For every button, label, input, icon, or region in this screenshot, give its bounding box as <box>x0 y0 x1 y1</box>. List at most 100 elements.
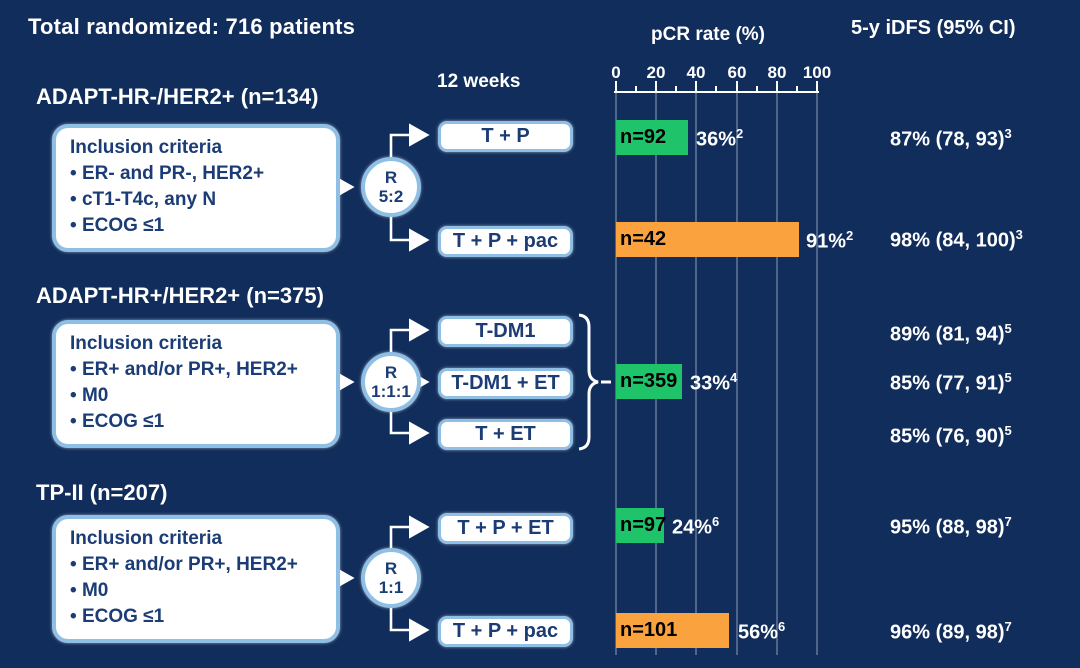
footnote-ref: 7 <box>1004 619 1012 634</box>
randomization-r-label: R <box>384 559 398 578</box>
inclusion-item: ECOG ≤1 <box>70 604 324 630</box>
arm-box-t-p-pac: T + P + pac <box>438 226 573 257</box>
pooled-arms-brace <box>578 313 611 451</box>
idfs-text: 85% (76, 90) <box>890 425 1005 448</box>
inclusion-item: M0 <box>70 383 324 409</box>
inclusion-criteria-box-3: Inclusion criteria ER+ and/or PR+, HER2+… <box>52 515 340 643</box>
pcr-value-label: 33%4 <box>690 370 737 396</box>
arm-box-t-et: T + ET <box>438 419 573 450</box>
axis-tick-100: 100 <box>802 63 832 82</box>
idfs-value: 87% (78, 93)3 <box>890 126 1012 152</box>
idfs-value: 98% (84, 100)3 <box>890 227 1023 253</box>
section-header-adapt-hr-pos: ADAPT-HR+/HER2+ (n=375) <box>36 283 324 308</box>
arm-box-t-p-pac-2: T + P + pac <box>438 616 573 647</box>
pcr-bar: n=42 <box>616 222 799 257</box>
pcr-value-label: 36%2 <box>696 126 743 152</box>
footnote-ref: 6 <box>712 514 720 529</box>
inclusion-item: ER+ and/or PR+, HER2+ <box>70 357 324 383</box>
pcr-percent: 24% <box>672 516 713 539</box>
slide-title: Total randomized: 716 patients <box>28 14 356 39</box>
idfs-value: 85% (76, 90)5 <box>890 423 1012 449</box>
randomization-ratio: 5:2 <box>378 187 404 206</box>
bar-n-label: n=97 <box>620 514 667 536</box>
randomization-circle-3: R 1:1 <box>361 548 421 608</box>
pcr-percent: 56% <box>738 621 779 644</box>
section-header-adapt-hr-neg: ADAPT-HR-/HER2+ (n=134) <box>36 84 319 109</box>
randomization-ratio: 1:1:1 <box>371 382 411 401</box>
gridlines <box>615 93 818 655</box>
axis-tick-40: 40 <box>686 63 706 82</box>
bar-n-label: n=42 <box>620 228 667 250</box>
connectors-section-1 <box>333 123 430 252</box>
pcr-percent: 91% <box>806 230 847 253</box>
inclusion-list: ER- and PR-, HER2+ cT1-T4c, any N ECOG ≤… <box>70 161 324 239</box>
footnote-ref: 5 <box>1004 370 1012 385</box>
footnote-ref: 7 <box>1004 514 1012 529</box>
inclusion-criteria-box-1: Inclusion criteria ER- and PR-, HER2+ cT… <box>52 124 340 252</box>
inclusion-item: ER- and PR-, HER2+ <box>70 161 324 187</box>
inclusion-item: ECOG ≤1 <box>70 409 324 435</box>
footnote-ref: 6 <box>778 619 786 634</box>
inclusion-criteria-box-2: Inclusion criteria ER+ and/or PR+, HER2+… <box>52 320 340 448</box>
pcr-rate-column-header: pCR rate (%) <box>651 24 766 45</box>
axis-tick-0: 0 <box>611 63 621 82</box>
bar-n-label: n=92 <box>620 126 667 148</box>
bar-n-label: n=101 <box>620 619 678 641</box>
idfs-text: 95% (88, 98) <box>890 516 1005 539</box>
pcr-percent: 33% <box>690 372 731 395</box>
pcr-percent: 36% <box>696 128 737 151</box>
pcr-bar: n=97 <box>616 508 667 543</box>
inclusion-item: ER+ and/or PR+, HER2+ <box>70 552 324 578</box>
pcr-bar: n=101 <box>616 613 729 648</box>
idfs-text: 87% (78, 93) <box>890 128 1005 151</box>
idfs-value: 95% (88, 98)7 <box>890 514 1012 540</box>
connectors-section-2 <box>333 318 430 445</box>
pcr-value-label: 91%2 <box>806 228 853 254</box>
arm-box-tdm1-et: T-DM1 + ET <box>438 368 573 399</box>
axis-tick-20: 20 <box>646 63 666 82</box>
inclusion-list: ER+ and/or PR+, HER2+ M0 ECOG ≤1 <box>70 357 324 435</box>
idfs-text: 85% (77, 91) <box>890 372 1005 395</box>
footnote-ref: 5 <box>1004 423 1012 438</box>
randomization-r-label: R <box>384 168 398 187</box>
randomization-r-label: R <box>384 363 398 382</box>
arm-box-t-p: T + P <box>438 121 573 152</box>
inclusion-item: cT1-T4c, any N <box>70 187 324 213</box>
inclusion-title: Inclusion criteria <box>70 333 223 354</box>
arm-box-t-p-et: T + P + ET <box>438 513 573 544</box>
idfs-value: 89% (81, 94)5 <box>890 321 1012 347</box>
inclusion-title: Inclusion criteria <box>70 137 223 158</box>
inclusion-item: ECOG ≤1 <box>70 213 324 239</box>
connectors-section-3 <box>333 515 430 642</box>
footnote-ref: 2 <box>846 228 854 243</box>
pcr-bar: n=359 <box>616 364 682 399</box>
bar-n-label: n=359 <box>620 370 678 392</box>
inclusion-list: ER+ and/or PR+, HER2+ M0 ECOG ≤1 <box>70 552 324 630</box>
pcr-axis <box>614 81 819 93</box>
randomization-circle-2: R 1:1:1 <box>361 352 421 412</box>
axis-tick-80: 80 <box>767 63 787 82</box>
timepoint-label: 12 weeks <box>437 71 521 92</box>
randomization-circle-1: R 5:2 <box>361 157 421 217</box>
inclusion-item: M0 <box>70 578 324 604</box>
idfs-value: 96% (89, 98)7 <box>890 619 1012 645</box>
section-header-tp2: TP-II (n=207) <box>36 480 168 505</box>
footnote-ref: 3 <box>1004 126 1012 141</box>
footnote-ref: 3 <box>1015 227 1023 242</box>
idfs-text: 98% (84, 100) <box>890 229 1016 252</box>
arm-box-tdm1: T-DM1 <box>438 316 573 347</box>
idfs-value: 85% (77, 91)5 <box>890 370 1012 396</box>
footnote-ref: 4 <box>730 370 738 385</box>
idfs-text: 96% (89, 98) <box>890 621 1005 644</box>
footnote-ref: 2 <box>736 126 744 141</box>
axis-tick-60: 60 <box>727 63 747 82</box>
idfs-column-header: 5-y iDFS (95% CI) <box>851 17 1016 39</box>
pcr-bar: n=92 <box>616 120 688 155</box>
pcr-value-label: 24%6 <box>672 514 719 540</box>
inclusion-title: Inclusion criteria <box>70 528 223 549</box>
randomization-ratio: 1:1 <box>378 578 404 597</box>
pcr-value-label: 56%6 <box>738 619 785 645</box>
idfs-text: 89% (81, 94) <box>890 323 1005 346</box>
